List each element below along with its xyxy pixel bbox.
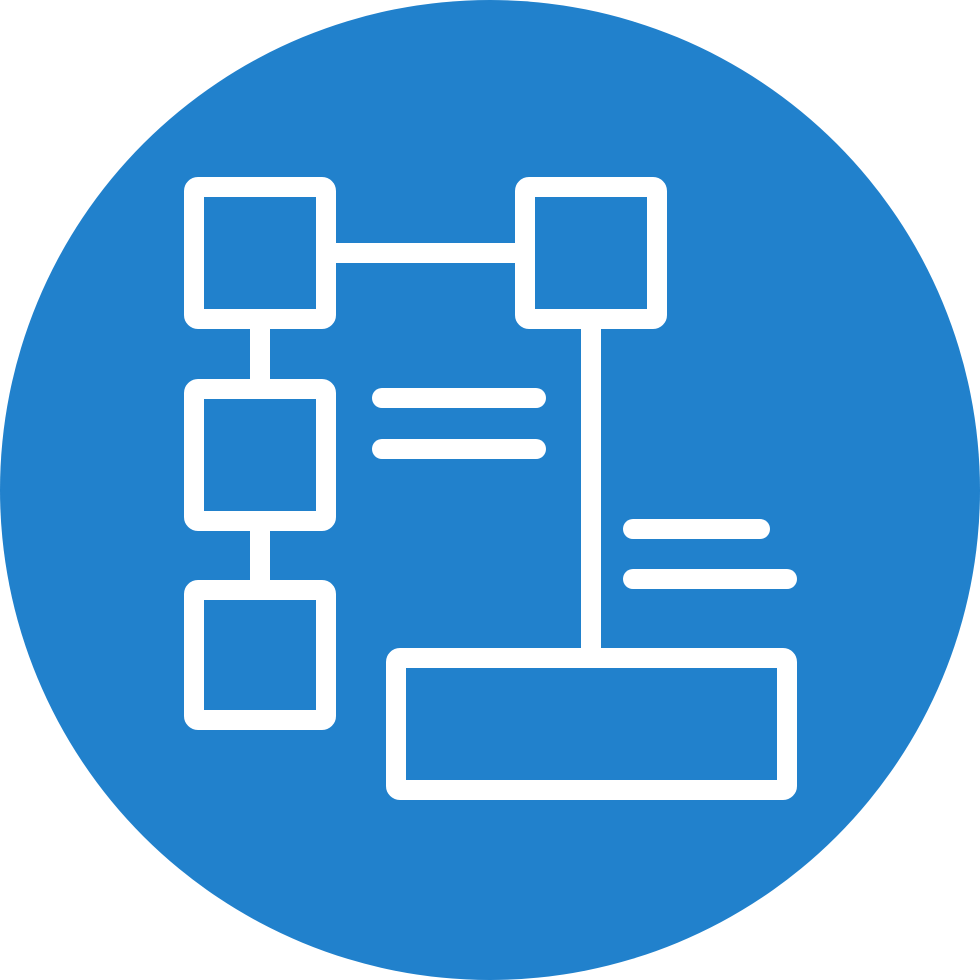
flowchart-lines: [184, 177, 797, 800]
